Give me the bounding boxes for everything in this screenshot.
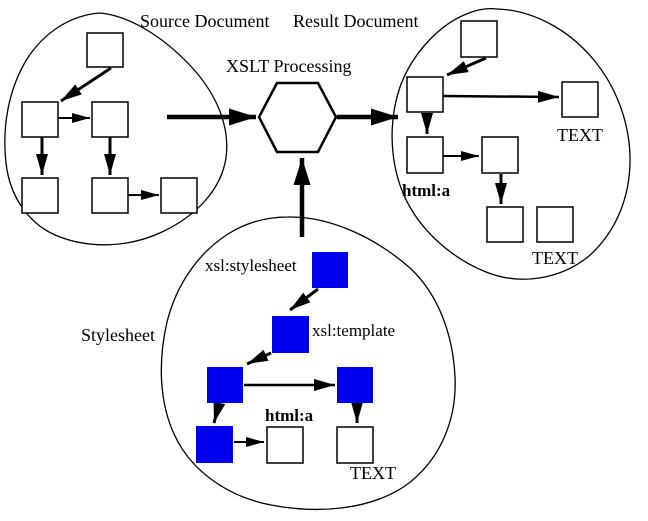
stylesheet-node-blue	[337, 367, 373, 403]
edge-arrow	[289, 287, 319, 312]
source-node	[86, 32, 124, 68]
stylesheet-node-white	[336, 426, 374, 464]
xsl-template-label: xsl:template	[312, 321, 395, 340]
stylesheet-node-white	[266, 426, 304, 464]
stylesheet-node-blue	[207, 367, 243, 403]
edge-arrow	[60, 66, 112, 103]
result-node	[536, 206, 574, 243]
result-html-a-label: html:a	[402, 181, 451, 200]
result-node	[460, 20, 498, 58]
source-node	[21, 101, 59, 138]
xsl-stylesheet-label: xsl:stylesheet	[205, 256, 297, 275]
edge-arrow	[446, 56, 487, 77]
result-node	[561, 81, 599, 118]
result-node	[406, 136, 444, 174]
result-document-title: Result Document	[293, 11, 418, 31]
stylesheet-title: Stylesheet	[81, 325, 155, 345]
source-node	[91, 101, 129, 138]
source-node	[91, 177, 129, 214]
xslt-processor-hexagon	[257, 81, 338, 154]
source-document-title: Source Document	[140, 11, 269, 31]
stylesheet-node-blue	[312, 252, 348, 288]
result-document-outline	[391, 7, 631, 280]
stylesheet-text-label: TEXT	[350, 463, 396, 483]
result-node	[406, 76, 444, 113]
edge-arrow	[212, 401, 226, 424]
result-text-right-label: TEXT	[557, 125, 603, 145]
result-text-bottom-label: TEXT	[532, 248, 578, 268]
result-node	[486, 206, 524, 243]
xslt-processing-label: XSLT Processing	[226, 56, 352, 76]
source-document-outline	[4, 12, 228, 246]
edge-arrow	[246, 349, 272, 366]
stylesheet-node-blue	[272, 316, 309, 353]
stylesheet-outline	[160, 216, 456, 511]
source-node	[21, 177, 59, 214]
result-node	[481, 136, 519, 174]
stylesheet-html-a-label: html:a	[265, 406, 314, 425]
edge-arrow	[442, 90, 560, 103]
source-node	[160, 177, 198, 214]
stylesheet-node-blue	[196, 426, 233, 463]
